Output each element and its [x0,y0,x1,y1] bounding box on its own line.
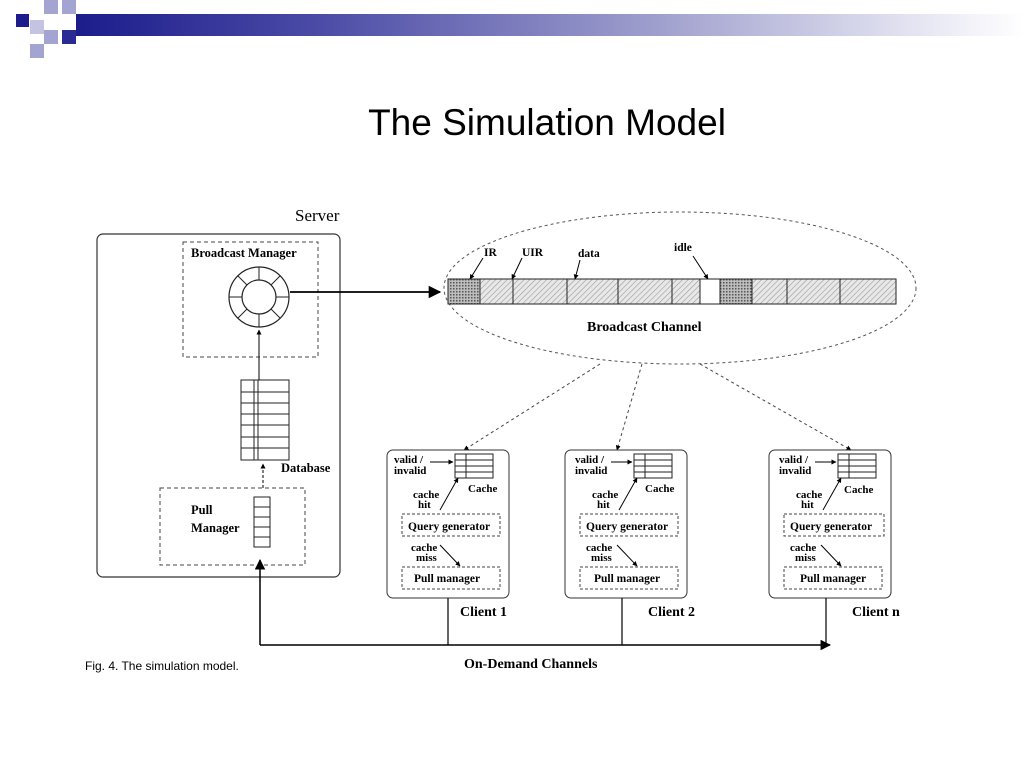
database-icon [240,379,290,461]
broadcast-channel-strip [447,278,897,305]
channel-label-uir: UIR [522,247,544,259]
broadcast-channel-ellipse [443,211,917,365]
cache-miss-label-1: cache [586,542,612,554]
broadcast-manager-label: Broadcast Manager [191,246,297,260]
cache-miss-label-2: miss [795,552,817,564]
corner-square-light [44,30,58,44]
cache-label: Cache [468,483,497,495]
uir-pointer-arrow [511,257,523,280]
database-label: Database [281,461,331,475]
client-2-label: Client 2 [648,605,695,620]
pull-manager-label-1: Pull [191,503,213,517]
pull-manager-client-label: Pull manager [594,573,660,585]
cache-label: Cache [645,483,674,495]
cache-label: Cache [844,484,873,496]
channel-label-idle: idle [674,242,692,254]
cache-miss-label-2: miss [416,552,438,564]
valid-label: valid / [394,454,424,466]
idle-pointer-arrow [692,255,709,280]
on-demand-channels-label: On-Demand Channels [464,657,598,672]
slide-title: The Simulation Model [368,102,726,143]
valid-label: valid / [575,454,605,466]
invalid-label: invalid [575,465,607,477]
corner-square-light [30,44,44,58]
channel-to-client1-line [463,363,601,451]
cache-hit-label-2: hit [418,499,431,511]
query-generator-label: Query generator [790,521,872,533]
cache-miss-label-1: cache [411,542,437,554]
client-n-box: valid / invalid Cache cache hit Query ge… [768,449,892,599]
on-demand-bus [254,558,832,651]
client-1-label: Client 1 [460,605,507,620]
broadcast-wheel-icon [228,266,290,328]
broadcast-manager-box [182,241,319,358]
broadcast-channel-label: Broadcast Channel [587,320,702,335]
channel-to-clientn-line [699,363,852,451]
data-pointer-arrow [573,259,581,280]
pull-queue-icon [253,496,271,548]
corner-square-dark [16,14,29,27]
corner-square-mid [30,20,44,34]
invalid-label: invalid [394,465,426,477]
client-2-box: valid / invalid Cache cache hit Query ge… [564,449,688,599]
server-box [96,233,341,578]
channel-label-data: data [578,248,600,260]
cache-hit-label-2: hit [597,499,610,511]
invalid-label: invalid [779,465,811,477]
cache-miss-label-2: miss [591,552,613,564]
cache-hit-label-1: cache [413,489,439,501]
cache-hit-label-2: hit [801,499,814,511]
ir-pointer-arrow [469,257,484,280]
cache-miss-label-1: cache [790,542,816,554]
pull-manager-label-2: Manager [191,521,240,535]
cache-hit-label-1: cache [796,489,822,501]
channel-label-ir: IR [484,247,497,259]
channel-to-client2-line [615,363,643,451]
corner-square-light [62,0,76,14]
server-label: Server [295,206,340,225]
valid-label: valid / [779,454,809,466]
query-generator-label: Query generator [586,521,668,533]
figure-caption: Fig. 4. The simulation model. [85,659,239,673]
pull-manager-client-label: Pull manager [800,573,866,585]
cache-hit-label-1: cache [592,489,618,501]
client-n-label: Client n [852,605,900,620]
pull-manager-box [159,487,306,566]
query-generator-label: Query generator [408,521,490,533]
pull-manager-client-label: Pull manager [414,573,480,585]
client-1-box: valid / invalid Cache cache hit Query ge… [386,449,510,599]
corner-square-dark [62,30,76,44]
header-gradient-bar [76,14,1024,36]
corner-square-light [44,0,58,14]
